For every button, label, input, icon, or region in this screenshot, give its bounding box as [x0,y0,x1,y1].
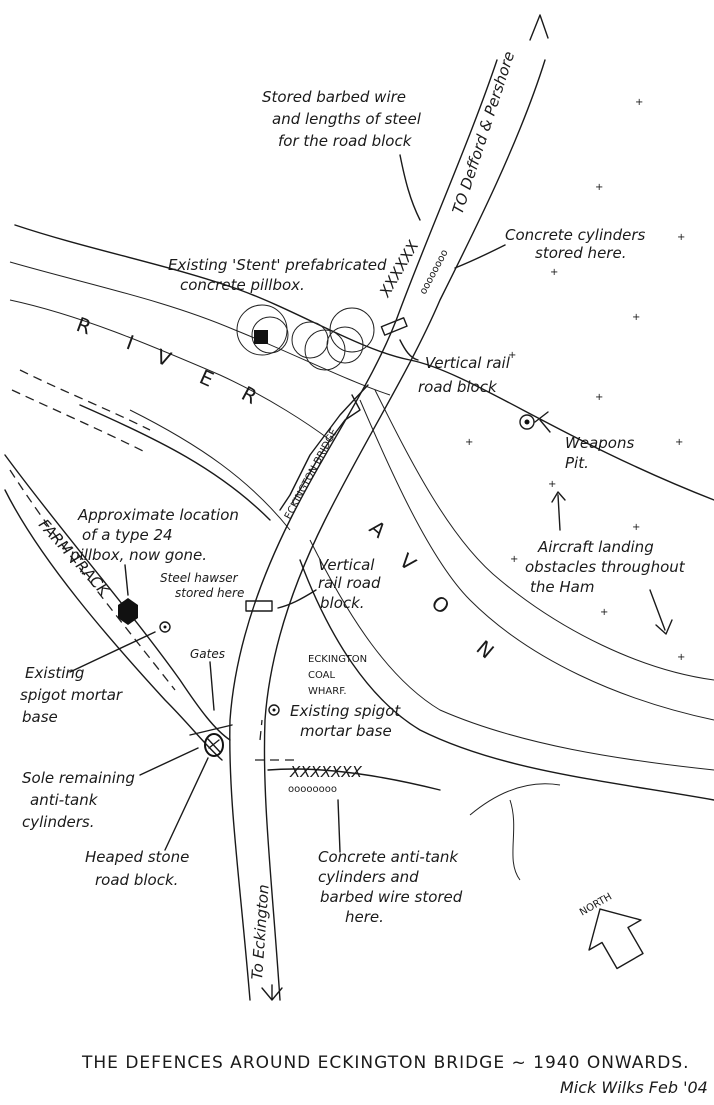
cross: + [508,350,516,361]
vertical-rail2-line: Vertical [318,556,375,574]
sole-cylinders-line: Sole remaining [22,769,135,787]
label-aircraft-obstacles: Aircraft landing obstacles throughout th… [525,491,686,635]
cross: + [595,392,603,403]
aircraft-line: obstacles throughout [525,558,686,576]
label-concrete-anti-tank: Concrete anti-tank cylinders and barbed … [318,799,463,926]
sole-cylinders-icon [204,733,224,757]
weapons-pit-line: Weapons [565,434,634,452]
coal-wharf-line: COAL [308,670,336,681]
wharf-road [255,719,441,791]
stent-pillbox-line: Existing 'Stent' prefabricated [168,256,387,274]
anti-tank-line: barbed wire stored [320,888,463,906]
gates-label: Gates [190,647,225,661]
coal-wharf-line: ECKINGTON [308,654,367,665]
stent-pillbox-icon [254,330,268,344]
label-stored-wire: Stored barbed wire and lengths of steel … [262,88,422,221]
type24-pillbox-icon [118,598,138,625]
cross: + [465,437,473,448]
signature: Mick Wilks Feb '04 [560,1078,708,1097]
label-vertical-rail-2: Vertical rail road block. [277,556,381,612]
coal-wharf-line: WHARF. [308,686,347,697]
sole-cylinders-line: anti-tank [30,791,99,809]
river-letter: E [196,365,217,392]
label-steel-hawser: Steel hawser stored here [159,571,244,633]
label-stent-pillbox: Existing 'Stent' prefabricated concrete … [168,256,387,371]
label-coal-wharf: ECKINGTON COAL WHARF. [308,654,367,697]
aircraft-line: the Ham [530,578,594,596]
label-heaped-stone: Heaped stone road block. [85,757,209,889]
cross: + [632,312,640,323]
stent-pillbox-line: concrete pillbox. [180,276,305,294]
vertical-rail2-line: block. [320,594,365,612]
cross: + [677,232,685,243]
eckington-bridge: ECKINGTON BRIDGE [279,384,369,521]
cross: + [550,267,558,278]
cross: + [632,522,640,533]
anti-tank-line: here. [345,908,384,926]
gates-leader [209,661,215,711]
anti-tank-line: cylinders and [318,868,419,886]
label-type24: Approximate location of a type 24 pillbo… [69,506,239,625]
spigot-left-line: Existing [25,664,84,682]
rail-roadblock-icon [380,317,408,336]
rail-roadblock-icon-2 [245,600,273,612]
spigot-right-line: Existing spigot [290,702,401,720]
river-letter: R [73,312,94,339]
stored-wire-line: and lengths of steel [272,110,422,128]
label-vertical-rail-1: Vertical rail road block [399,339,511,396]
label-spigot-right: Existing spigot mortar base [268,702,401,740]
label-concrete-cylinders: Concrete cylinders stored here. oooooooo [418,226,646,296]
label-spigot-left: Existing spigot mortar base [20,631,156,726]
weapons-pit-line: Pit. [565,454,589,472]
heaped-stone-line: Heaped stone [85,848,189,866]
heaped-stone-line: road block. [95,871,178,889]
cross: + [595,182,603,193]
obstacle-crosses: + + + + + + + + + + + + + + [465,97,685,663]
concrete-cylinders-line: Concrete cylinders [505,226,646,244]
map-title: THE DEFENCES AROUND ECKINGTON BRIDGE ~ 1… [81,1053,690,1073]
aircraft-line: Aircraft landing [537,538,654,556]
weapons-pit: Weapons Pit. [519,411,634,472]
river-letter: V [395,548,421,575]
cross: + [675,437,683,448]
spigot-right-line: mortar base [300,722,392,740]
river-letter: A [365,515,391,542]
barbed-wire-bottom: XXXXXXX [289,763,363,781]
spigot-left-line: base [22,708,58,726]
stored-wire-line: for the road block [278,132,413,150]
type24-line: pillbox, now gone. [69,546,207,564]
cross: + [635,97,643,108]
concrete-cylinders-line: stored here. [535,244,626,262]
cross: + [510,554,518,565]
road-label-eckington: To Eckington [248,884,273,980]
vertical-rail-line: road block [418,378,498,396]
anti-tank-line: Concrete anti-tank [318,848,459,866]
type24-line: of a type 24 [82,526,173,544]
spigot-left-line: spigot mortar [20,686,123,704]
hawser-line: Steel hawser [160,571,239,585]
river-letter: I [123,330,137,355]
river-letter: N [472,635,499,663]
north-label: NORTH [578,891,614,918]
road-label-defford: TO Defford & Pershore [449,49,519,216]
cross: + [677,652,685,663]
label-sole-cylinders: Sole remaining anti-tank cylinders. [22,747,199,831]
vertical-rail2-line: rail road [318,574,381,592]
sole-cylinders-line: cylinders. [22,813,94,831]
river-letter: O [427,590,454,619]
vertical-rail-line: Vertical rail [425,354,511,372]
cross: + [600,607,608,618]
north-arrow: NORTH [578,891,644,970]
cylinders-bottom: oooooooo [288,784,337,795]
hawser-line: stored here [175,586,244,600]
cross: + [548,479,556,490]
stored-wire-line: Stored barbed wire [262,88,406,106]
type24-line: Approximate location [77,506,239,524]
